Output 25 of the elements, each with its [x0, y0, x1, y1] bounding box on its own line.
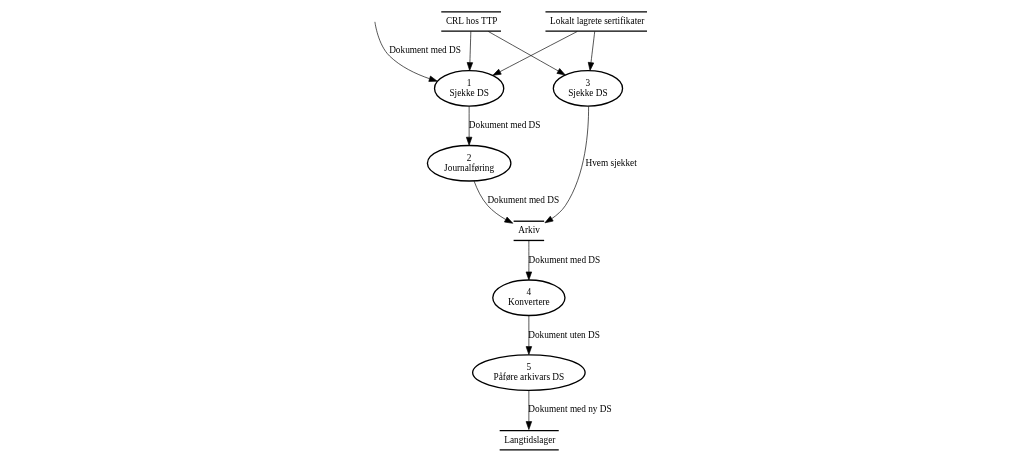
- node-text: Lokalt lagrete sertifikater: [549, 15, 644, 26]
- node-text: Langtidslager: [503, 434, 555, 445]
- edge-label: Dokument med DS: [468, 120, 540, 131]
- edge-label: Dokument med DS: [388, 45, 461, 56]
- arrow: [465, 105, 472, 146]
- edge-label: Hvem sjekket: [585, 157, 637, 168]
- node-ellipse: 5 Påføre arkivars DS: [471, 354, 586, 391]
- arrow: [466, 31, 473, 71]
- node-ellipse: 2 Journalføring: [426, 144, 512, 182]
- arrow: [544, 106, 589, 224]
- edge-label: Dokument med DS: [486, 195, 559, 206]
- arrow: [487, 31, 566, 76]
- node-text: CRL hos TTP: [445, 15, 497, 26]
- edge-label: Dokument med DS: [528, 254, 600, 265]
- node-ellipse: 4 Konvertere: [491, 279, 566, 317]
- edge-label: Dokument med ny DS: [527, 404, 612, 415]
- arrow: [525, 315, 532, 355]
- arrow: [473, 180, 513, 224]
- arrow: [525, 240, 532, 281]
- arrow: [492, 31, 578, 76]
- edge-label: Dokument uten DS: [527, 329, 600, 340]
- arrow: [587, 31, 595, 71]
- arrow: [374, 21, 438, 82]
- node-text: Arkiv: [517, 225, 540, 236]
- arrow: [525, 390, 532, 430]
